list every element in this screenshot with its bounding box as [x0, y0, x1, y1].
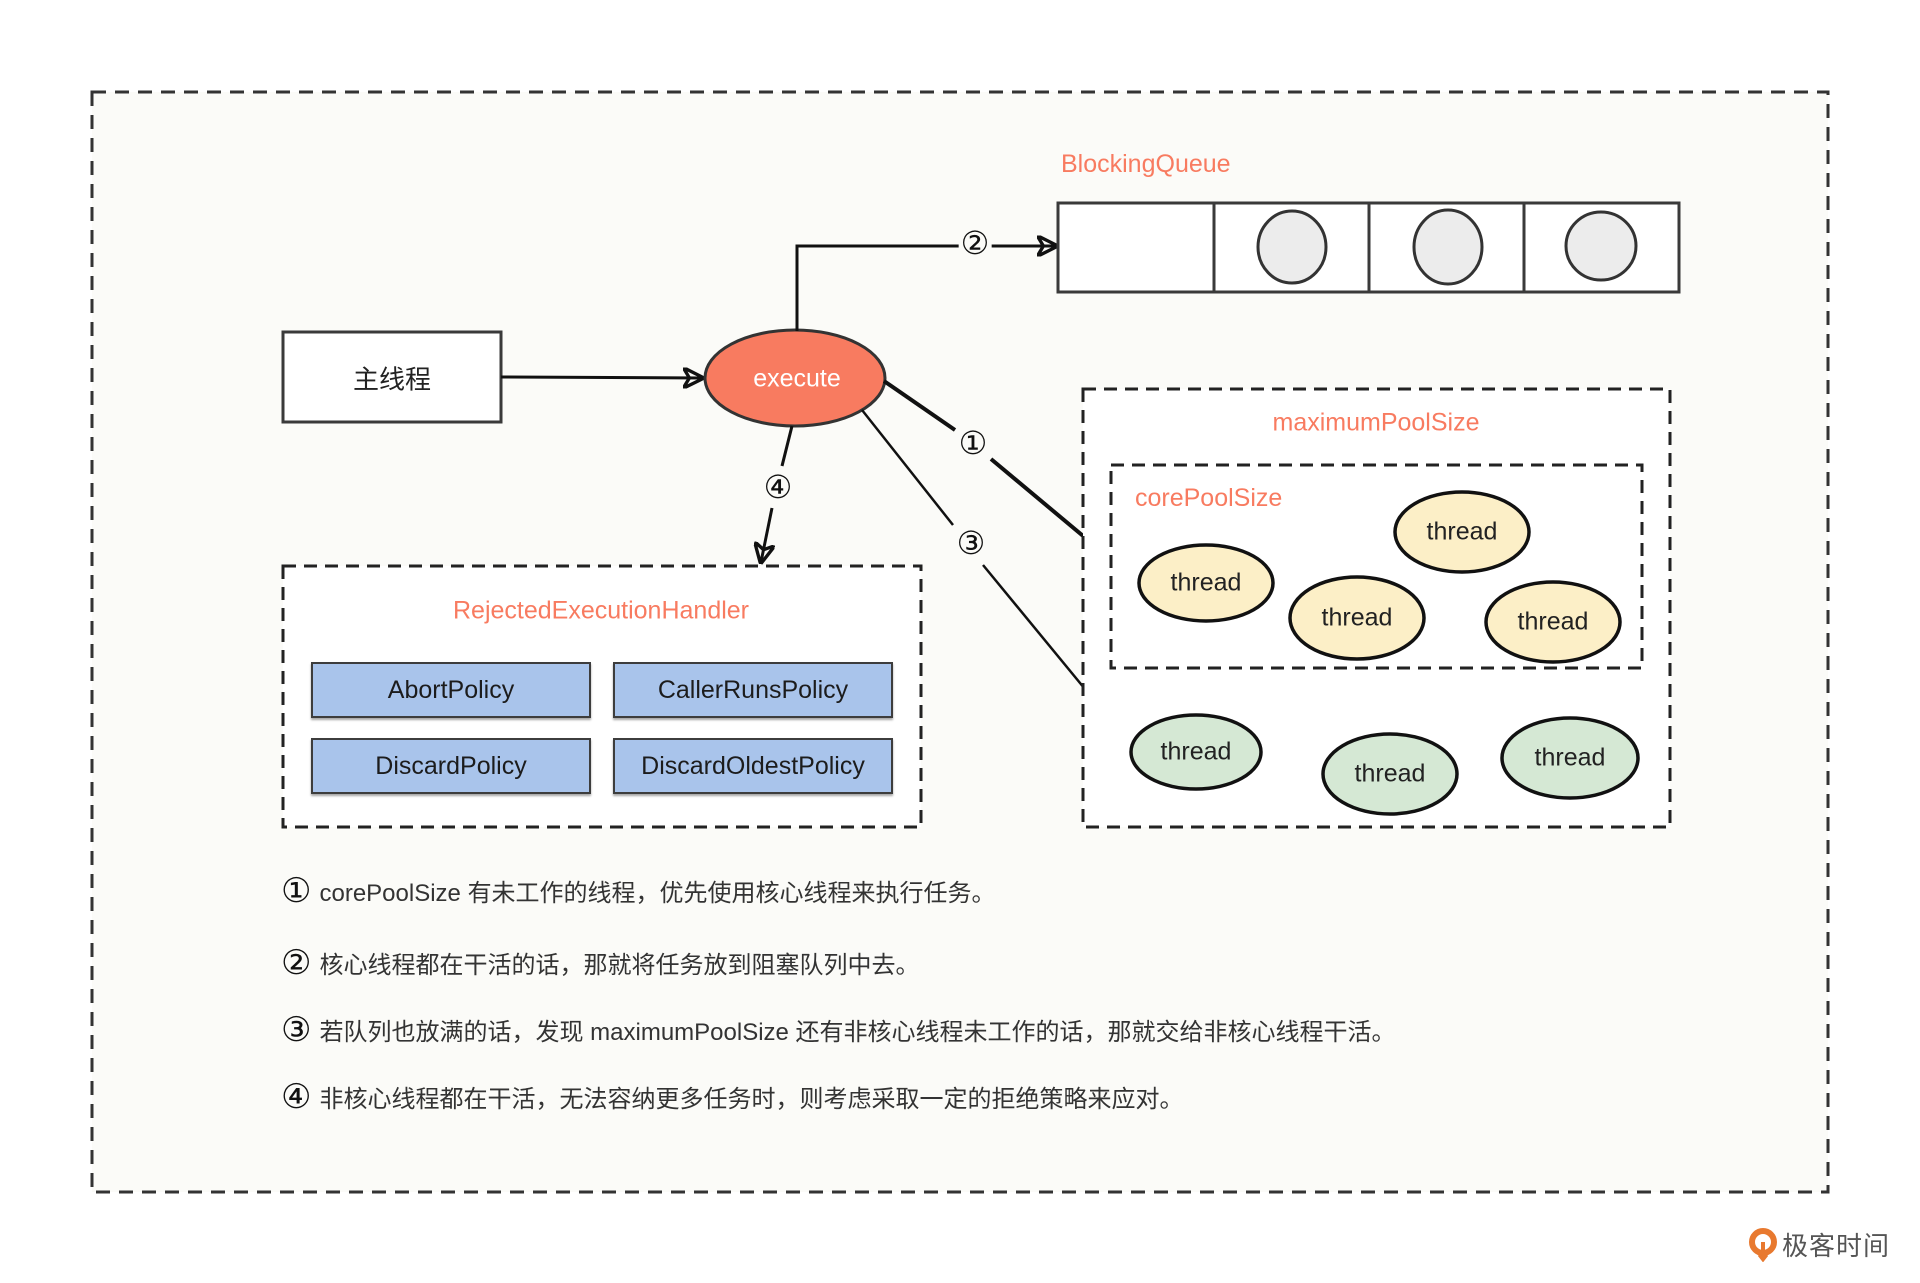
description-number: ④: [281, 1077, 312, 1116]
queue-item: [1412, 208, 1484, 286]
description-line-3: ③ 若队列也放满的话，发现 maximumPoolSize 还有非核心线程未工作…: [281, 1012, 1396, 1047]
execute-node: [703, 328, 887, 428]
main-thread-box: [281, 330, 503, 424]
geektime-logo-icon: [1749, 1227, 1777, 1262]
step2-badge: ②: [958, 225, 992, 261]
blocking-queue: [1056, 201, 1681, 294]
core-thread-label: thread: [1321, 603, 1393, 632]
blocking-queue-label: BlockingQueue: [1061, 150, 1231, 178]
description-text: corePoolSize 有未工作的线程，优先使用核心线程来执行任务。: [319, 880, 996, 907]
arrow-main-to-execute: [500, 377, 702, 378]
watermark: 极客时间: [1748, 1226, 1890, 1263]
watermark-text: 极客时间: [1782, 1231, 1891, 1261]
core-thread-ellipse: [1137, 543, 1275, 623]
core-thread-label: thread: [1426, 517, 1498, 546]
policy-abort: AbortPolicy: [311, 662, 591, 718]
rejected-handler-label: RejectedExecutionHandler: [452, 596, 750, 625]
description-text: 核心线程都在干活的话，那就将任务放到阻塞队列中去。: [319, 952, 920, 979]
core-thread-ellipse: [1393, 490, 1531, 574]
description-number: ①: [281, 871, 312, 910]
policy-caller-runs: CallerRunsPolicy: [613, 662, 893, 718]
arrow-step3-a: [861, 409, 954, 526]
policy-discard-oldest: DiscardOldestPolicy: [613, 738, 893, 794]
description-text: 非核心线程都在干活，无法容纳更多任务时，则考虑采取一定的拒绝策略来应对。: [319, 1086, 1184, 1113]
non-core-thread-ellipse: [1500, 716, 1640, 800]
description-line-4: ④ 非核心线程都在干活，无法容纳更多任务时，则考虑采取一定的拒绝策略来应对。: [281, 1079, 1183, 1114]
policy-discard: DiscardPolicy: [311, 738, 591, 794]
queue-item: [1256, 209, 1328, 285]
arrow-step4-b: [761, 507, 772, 562]
core-thread-label: thread: [1517, 607, 1589, 636]
description-text: 若队列也放满的话，发现 maximumPoolSize 还有非核心线程未工作的话…: [319, 1019, 1396, 1046]
core-pool-label: corePoolSize: [1135, 484, 1283, 512]
arrow-step4-a: [780, 425, 794, 467]
arrow-step1-a: [882, 379, 957, 432]
description-number: ②: [281, 943, 312, 982]
description-number: ③: [281, 1010, 312, 1049]
core-thread-ellipse: [1484, 580, 1622, 664]
maximum-pool-label: maximumPoolSize: [1272, 408, 1480, 437]
execute-label: execute: [753, 364, 841, 393]
step1-badge: ①: [956, 425, 990, 461]
non-core-thread-label: thread: [1354, 759, 1426, 788]
step4-badge: ④: [761, 469, 795, 505]
step3-badge: ③: [954, 525, 988, 561]
queue-item: [1564, 210, 1638, 282]
non-core-thread-label: thread: [1160, 737, 1232, 766]
description-line-1: ① corePoolSize 有未工作的线程，优先使用核心线程来执行任务。: [281, 873, 996, 908]
core-thread-ellipse: [1288, 575, 1426, 661]
main-thread-label: 主线程: [352, 364, 432, 395]
non-core-thread-ellipse: [1129, 713, 1263, 791]
description-line-2: ② 核心线程都在干活的话，那就将任务放到阻塞队列中去。: [281, 945, 919, 980]
non-core-thread-label: thread: [1534, 743, 1606, 772]
core-thread-label: thread: [1170, 568, 1242, 597]
non-core-thread-ellipse: [1321, 732, 1459, 816]
